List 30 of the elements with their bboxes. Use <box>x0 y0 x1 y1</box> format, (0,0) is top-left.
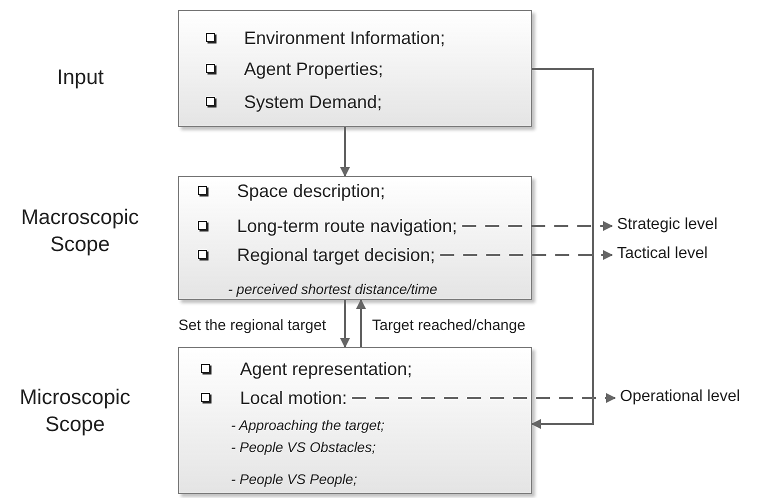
level-label: Tactical level <box>617 244 708 264</box>
list-item-text: Agent Properties; <box>244 58 384 80</box>
arrow <box>340 127 350 177</box>
scope-label: Macroscopic Scope <box>20 205 140 258</box>
arrow <box>352 393 616 403</box>
edge-label: Target reached/change <box>372 316 526 336</box>
arrow <box>531 68 594 429</box>
process-box <box>178 347 532 494</box>
scope-label: Input <box>57 65 104 91</box>
list-item-text: Environment Information; <box>244 27 446 49</box>
arrow <box>340 300 350 348</box>
edge-label: Set the regional target <box>177 316 326 336</box>
list-item-text: Regional target decision; <box>237 244 436 266</box>
arrow <box>356 299 366 347</box>
note-text: - People VS Obstacles; <box>231 438 376 456</box>
list-item-text: Long-term route navigation; <box>237 215 458 237</box>
list-item-text: Space description; <box>237 180 386 202</box>
note-text: - perceived shortest distance/time <box>228 280 438 298</box>
arrow <box>462 221 613 231</box>
list-item-text: Local motion: <box>240 387 348 409</box>
note-text: - People VS People; <box>231 470 358 488</box>
arrow <box>440 250 613 260</box>
process-box <box>178 10 532 127</box>
level-label: Operational level <box>620 387 740 407</box>
list-item-text: Agent representation; <box>240 358 412 380</box>
scope-label: Microscopic Scope <box>18 385 132 438</box>
note-text: - Approaching the target; <box>231 416 385 434</box>
level-label: Strategic level <box>617 215 718 235</box>
list-item-text: System Demand; <box>244 91 382 113</box>
process-box <box>178 176 532 300</box>
